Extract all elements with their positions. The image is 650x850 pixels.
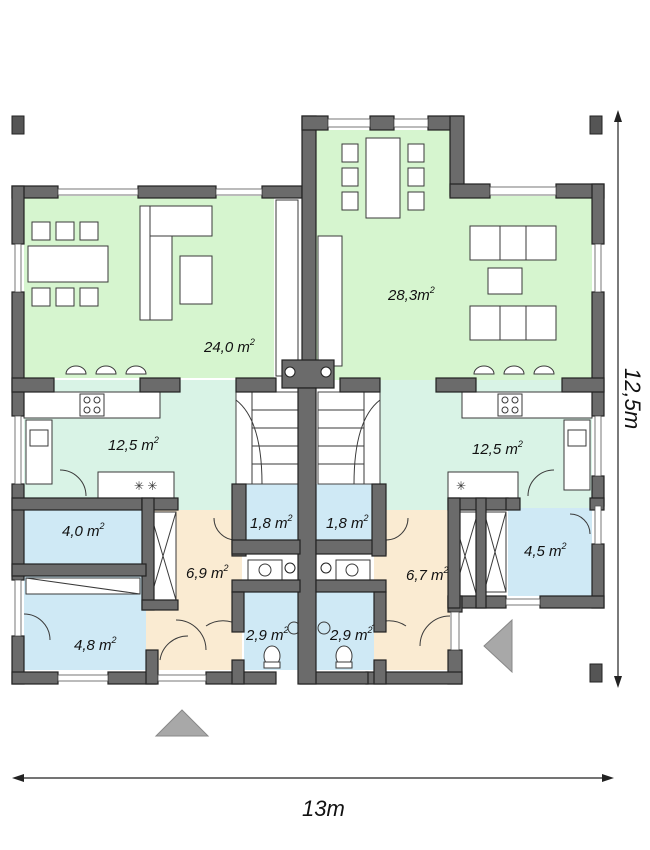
width-dimension-line	[12, 774, 614, 782]
area-label-hall-right: 6,7 m2	[406, 565, 449, 584]
bar-stools-right	[473, 365, 555, 375]
area-label-bath-left: 2,9 m2	[245, 625, 289, 644]
windows	[14, 118, 602, 682]
bar-stools-left	[65, 365, 147, 375]
area-label-bath-right: 2,9 m2	[329, 625, 373, 644]
room-fill-room-right	[508, 508, 592, 596]
entrance-arrow-icon	[483, 618, 513, 674]
height-dimension-label: 12,5m	[620, 368, 645, 429]
area-label-storage-left: 4,0 m2	[62, 521, 105, 540]
entrance-arrow-icon	[154, 709, 210, 737]
area-label-kitchen-right: 12,5 m2	[472, 439, 523, 458]
kitchen-counter-left: ✳ ✳	[23, 391, 175, 499]
sofa-left	[139, 205, 213, 321]
svg-text:✳: ✳	[456, 479, 466, 493]
room-fill-hall-right	[374, 510, 450, 670]
kitchen-counter-right: ✳	[447, 391, 593, 499]
area-label-living-right: 28,3m2	[387, 285, 435, 304]
tall-cabinets	[275, 199, 343, 377]
sofa-right	[469, 225, 557, 341]
room-fill-wc-right	[316, 484, 374, 540]
room-fill-storage-left	[24, 508, 146, 564]
area-label-hall-left: 6,9 m2	[186, 563, 229, 582]
staircase-left	[235, 391, 299, 485]
area-label-wc-right: 1,8 m2	[326, 513, 369, 532]
area-label-wc-left: 1,8 m2	[250, 513, 293, 532]
walls	[11, 115, 605, 685]
corner-markers	[11, 115, 603, 683]
area-label-kitchen-left: 12,5 m2	[108, 435, 159, 454]
bath-fixtures	[247, 559, 371, 669]
width-dimension-label: 13m	[302, 796, 345, 821]
area-label-room-right: 4,5 m2	[524, 541, 567, 560]
dining-set-right	[341, 137, 425, 219]
svg-text:✳ ✳: ✳ ✳	[134, 479, 157, 493]
room-fill-wc-left	[242, 484, 300, 540]
room-fill-living-right-ext	[462, 196, 592, 380]
area-label-living-left: 24,0 m2	[203, 337, 255, 356]
height-dimension-line	[614, 110, 622, 688]
dining-set-left	[27, 221, 109, 307]
staircase-right	[317, 391, 381, 485]
area-label-bedroom-left: 4,8 m2	[74, 635, 117, 654]
